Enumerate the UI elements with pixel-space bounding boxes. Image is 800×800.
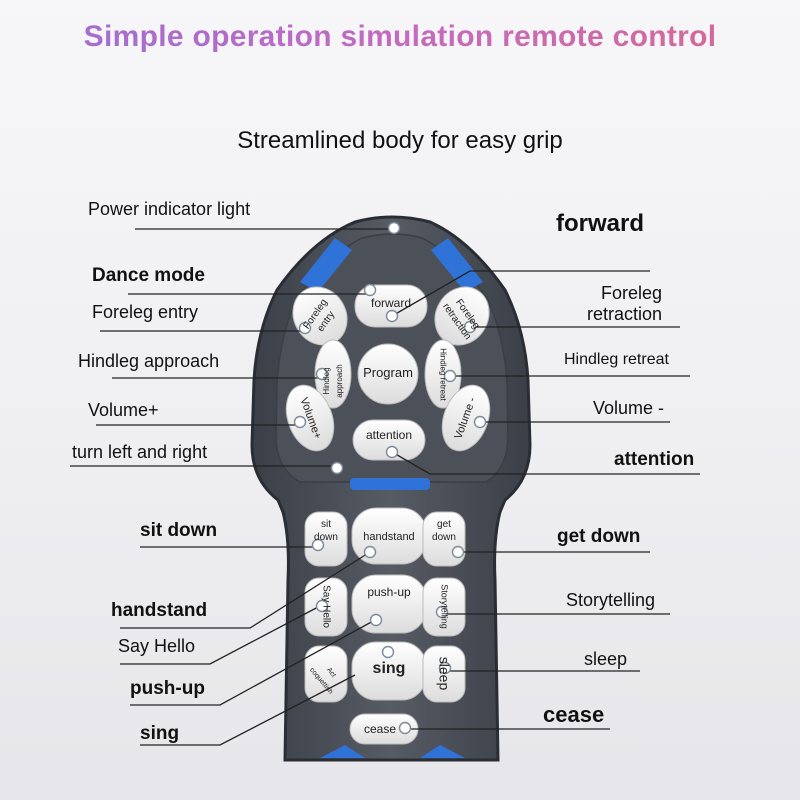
callout-cease: cease — [543, 702, 605, 727]
line-say-hello — [120, 605, 321, 665]
program-button[interactable] — [357, 343, 419, 405]
sit-down-button[interactable] — [304, 511, 348, 567]
callout-handstand: handstand — [111, 600, 208, 621]
line-push-up — [130, 619, 376, 706]
dot-turn — [330, 461, 344, 475]
callout-sit-down: sit down — [140, 520, 218, 541]
callout-dots — [293, 221, 487, 735]
dot-say-hello — [315, 599, 329, 613]
callout-lines — [70, 228, 700, 746]
line-handstand — [120, 551, 371, 629]
dot-cease — [398, 721, 412, 735]
volume-minus-button[interactable] — [434, 379, 499, 458]
page-subtitle: Streamlined body for easy grip — [237, 127, 563, 154]
callout-hindleg-retreat: Hindleg retreat — [564, 351, 669, 368]
callout-push-up: push-up — [130, 678, 205, 699]
attention-button[interactable] — [352, 419, 426, 461]
callout-volume-plus: Volume+ — [88, 400, 159, 420]
hindleg-retreat-button[interactable] — [424, 339, 462, 409]
callout-foreleg-retraction: Foreleg retraction — [587, 283, 663, 324]
callout-power-indicator: Power indicator light — [88, 199, 251, 219]
blue-accent-center — [350, 478, 430, 490]
dot-power — [387, 221, 401, 235]
dot-volume-plus — [293, 415, 307, 429]
forward-button[interactable] — [354, 284, 428, 328]
line-attention — [391, 451, 700, 475]
dot-attention — [385, 445, 399, 459]
push-up-button[interactable] — [351, 574, 427, 634]
dot-foreleg-entry — [298, 321, 312, 335]
blue-accent-bottom-left — [320, 745, 365, 758]
act-coquettish-button[interactable] — [304, 645, 348, 703]
dot-storytelling — [435, 605, 449, 619]
callout-forward: forward — [556, 210, 645, 237]
dot-push-up — [369, 613, 383, 627]
dot-sit-down — [311, 538, 325, 552]
dot-hindleg-retreat — [443, 369, 457, 383]
dot-forward — [385, 309, 399, 323]
dot-foreleg-retraction — [463, 320, 477, 334]
dot-handstand — [363, 545, 377, 559]
dot-get-down — [451, 545, 465, 559]
callout-sing: sing — [140, 723, 180, 744]
callout-foreleg-entry: Foreleg entry — [92, 302, 199, 322]
blue-accent-left — [300, 238, 352, 292]
dot-sleep — [438, 661, 452, 675]
handstand-button[interactable] — [351, 507, 427, 565]
blue-accent-right — [431, 238, 483, 292]
callout-storytelling: Storytelling — [566, 590, 656, 610]
dot-volume-minus — [473, 415, 487, 429]
callout-hindleg-approach: Hindleg approach — [78, 351, 220, 371]
callout-attention: attention — [614, 449, 695, 470]
hindleg-approach-button[interactable] — [314, 339, 352, 409]
dot-sing — [381, 645, 395, 659]
callout-volume-minus: Volume - — [593, 398, 665, 418]
callout-dance-mode: Dance mode — [92, 265, 205, 286]
line-sing — [140, 674, 356, 746]
blue-accent-bottom-right — [420, 745, 465, 758]
line-forward — [391, 270, 650, 317]
callout-say-hello: Say Hello — [118, 636, 196, 656]
callout-sleep: sleep — [584, 649, 628, 669]
dot-hindleg-approach — [315, 367, 329, 381]
callout-turn: turn left and right — [72, 442, 208, 462]
page-title: Simple operation simulation remote contr… — [0, 20, 800, 54]
callout-get-down: get down — [557, 526, 641, 547]
dot-dance — [363, 283, 377, 297]
